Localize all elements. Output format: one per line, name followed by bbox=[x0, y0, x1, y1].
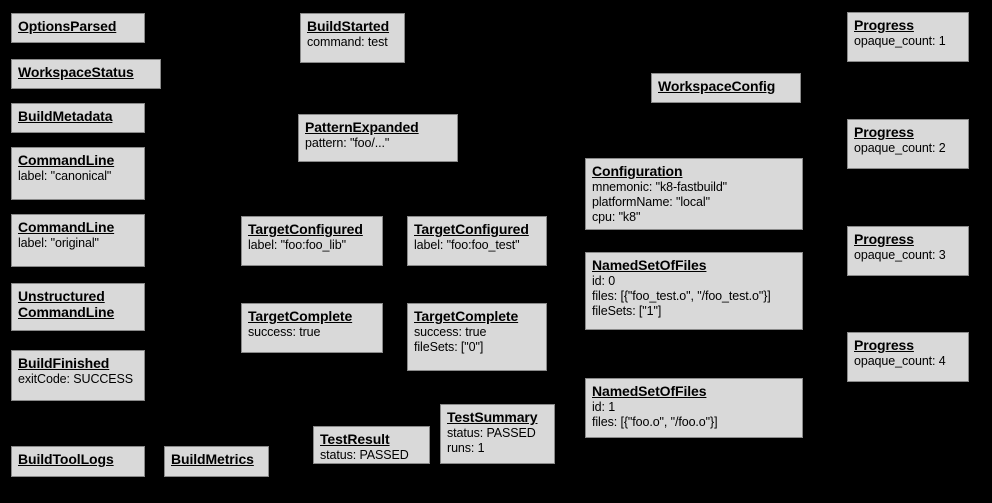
event-node-field: command: test bbox=[307, 35, 388, 49]
event-node-title: Configuration bbox=[592, 163, 683, 179]
event-node-fields: exitCode: SUCCESS bbox=[18, 372, 138, 387]
event-node-fields: mnemonic: "k8-fastbuild"platformName: "l… bbox=[592, 180, 796, 225]
event-node-title: TestResult bbox=[320, 431, 390, 447]
event-node-field: runs: 1 bbox=[447, 441, 485, 455]
event-node-title: Progress bbox=[854, 337, 914, 353]
event-node-field: fileSets: ["1"] bbox=[592, 304, 662, 318]
event-node-field: opaque_count: 4 bbox=[854, 354, 946, 368]
event-node-title: NamedSetOfFiles bbox=[592, 257, 707, 273]
event-node-field: label: "original" bbox=[18, 236, 99, 250]
event-node-fields: label: "foo:foo_test" bbox=[414, 238, 540, 253]
event-node-workspace-config[interactable]: WorkspaceConfig bbox=[651, 73, 801, 103]
event-node-fields: opaque_count: 2 bbox=[854, 141, 962, 156]
event-node-title: BuildToolLogs bbox=[18, 451, 114, 467]
event-node-field: opaque_count: 1 bbox=[854, 34, 946, 48]
event-node-field: id: 1 bbox=[592, 400, 616, 414]
event-node-fields: opaque_count: 1 bbox=[854, 34, 962, 49]
event-node-title: Progress bbox=[854, 231, 914, 247]
event-node-field: cpu: "k8" bbox=[592, 210, 641, 224]
event-node-fields: label: "canonical" bbox=[18, 169, 138, 184]
event-node-title: Unstructured CommandLine bbox=[18, 288, 115, 320]
event-node-field: status: PASSED bbox=[447, 426, 536, 440]
event-node-title: BuildFinished bbox=[18, 355, 110, 371]
event-node-fields: label: "original" bbox=[18, 236, 138, 251]
event-node-build-metrics[interactable]: BuildMetrics bbox=[164, 446, 269, 477]
event-node-title: TargetConfigured bbox=[248, 221, 363, 237]
event-node-build-metadata[interactable]: BuildMetadata bbox=[11, 103, 145, 133]
event-node-field: success: true bbox=[248, 325, 321, 339]
event-node-title: CommandLine bbox=[18, 152, 115, 168]
event-node-title: CommandLine bbox=[18, 219, 115, 235]
event-node-fields: command: test bbox=[307, 35, 398, 50]
event-node-fields: opaque_count: 4 bbox=[854, 354, 962, 369]
event-node-fields: success: true bbox=[248, 325, 376, 340]
event-node-options-parsed[interactable]: OptionsParsed bbox=[11, 13, 145, 43]
event-node-title: TestSummary bbox=[447, 409, 538, 425]
event-node-field: label: "canonical" bbox=[18, 169, 112, 183]
event-node-title: TargetComplete bbox=[414, 308, 519, 324]
event-node-title: BuildStarted bbox=[307, 18, 390, 34]
event-node-title: NamedSetOfFiles bbox=[592, 383, 707, 399]
event-node-field: success: true bbox=[414, 325, 487, 339]
event-node-field: files: [{"foo_test.o", "/foo_test.o"}] bbox=[592, 289, 771, 303]
event-node-title: TargetComplete bbox=[248, 308, 353, 324]
event-node-field: label: "foo:foo_lib" bbox=[248, 238, 346, 252]
event-node-field: status: PASSED bbox=[320, 448, 409, 462]
event-node-title: Progress bbox=[854, 17, 914, 33]
event-node-field: exitCode: SUCCESS bbox=[18, 372, 134, 386]
event-node-field: label: "foo:foo_test" bbox=[414, 238, 520, 252]
event-node-field: id: 0 bbox=[592, 274, 616, 288]
event-node-build-tool-logs[interactable]: BuildToolLogs bbox=[11, 446, 145, 477]
event-node-fields: pattern: "foo/..." bbox=[305, 136, 451, 151]
event-node-workspace-status[interactable]: WorkspaceStatus bbox=[11, 59, 161, 89]
event-node-field: pattern: "foo/..." bbox=[305, 136, 390, 150]
event-node-title: WorkspaceConfig bbox=[658, 78, 776, 94]
event-node-title: OptionsParsed bbox=[18, 18, 117, 34]
event-node-field: files: [{"foo.o", "/foo.o"}] bbox=[592, 415, 718, 429]
event-node-field: fileSets: ["0"] bbox=[414, 340, 484, 354]
event-node-title: PatternExpanded bbox=[305, 119, 419, 135]
event-node-fields: label: "foo:foo_lib" bbox=[248, 238, 376, 253]
event-node-title: TargetConfigured bbox=[414, 221, 529, 237]
event-node-title: WorkspaceStatus bbox=[18, 64, 134, 80]
event-node-fields: status: PASSED bbox=[320, 448, 423, 463]
event-node-unstructured-command-line[interactable]: Unstructured CommandLine bbox=[11, 283, 145, 331]
event-node-field: platformName: "local" bbox=[592, 195, 710, 209]
event-node-title: BuildMetrics bbox=[171, 451, 254, 467]
event-node-fields: opaque_count: 3 bbox=[854, 248, 962, 263]
event-node-field: opaque_count: 2 bbox=[854, 141, 946, 155]
event-node-field: mnemonic: "k8-fastbuild" bbox=[592, 180, 728, 194]
event-node-title: Progress bbox=[854, 124, 914, 140]
event-node-field: opaque_count: 3 bbox=[854, 248, 946, 262]
event-node-title: BuildMetadata bbox=[18, 108, 113, 124]
